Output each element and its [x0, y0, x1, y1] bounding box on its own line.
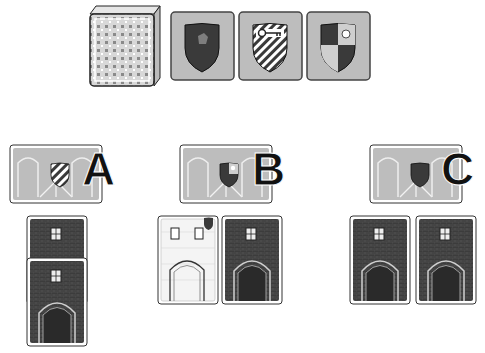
card-deck [90, 6, 160, 86]
shield-card [239, 12, 302, 80]
option-letter: A [82, 146, 115, 192]
option-letter: B [252, 146, 285, 192]
shield-card [307, 12, 370, 80]
option-letter: C [441, 146, 474, 192]
shield-card [171, 12, 234, 80]
light-castle-card [158, 216, 218, 304]
